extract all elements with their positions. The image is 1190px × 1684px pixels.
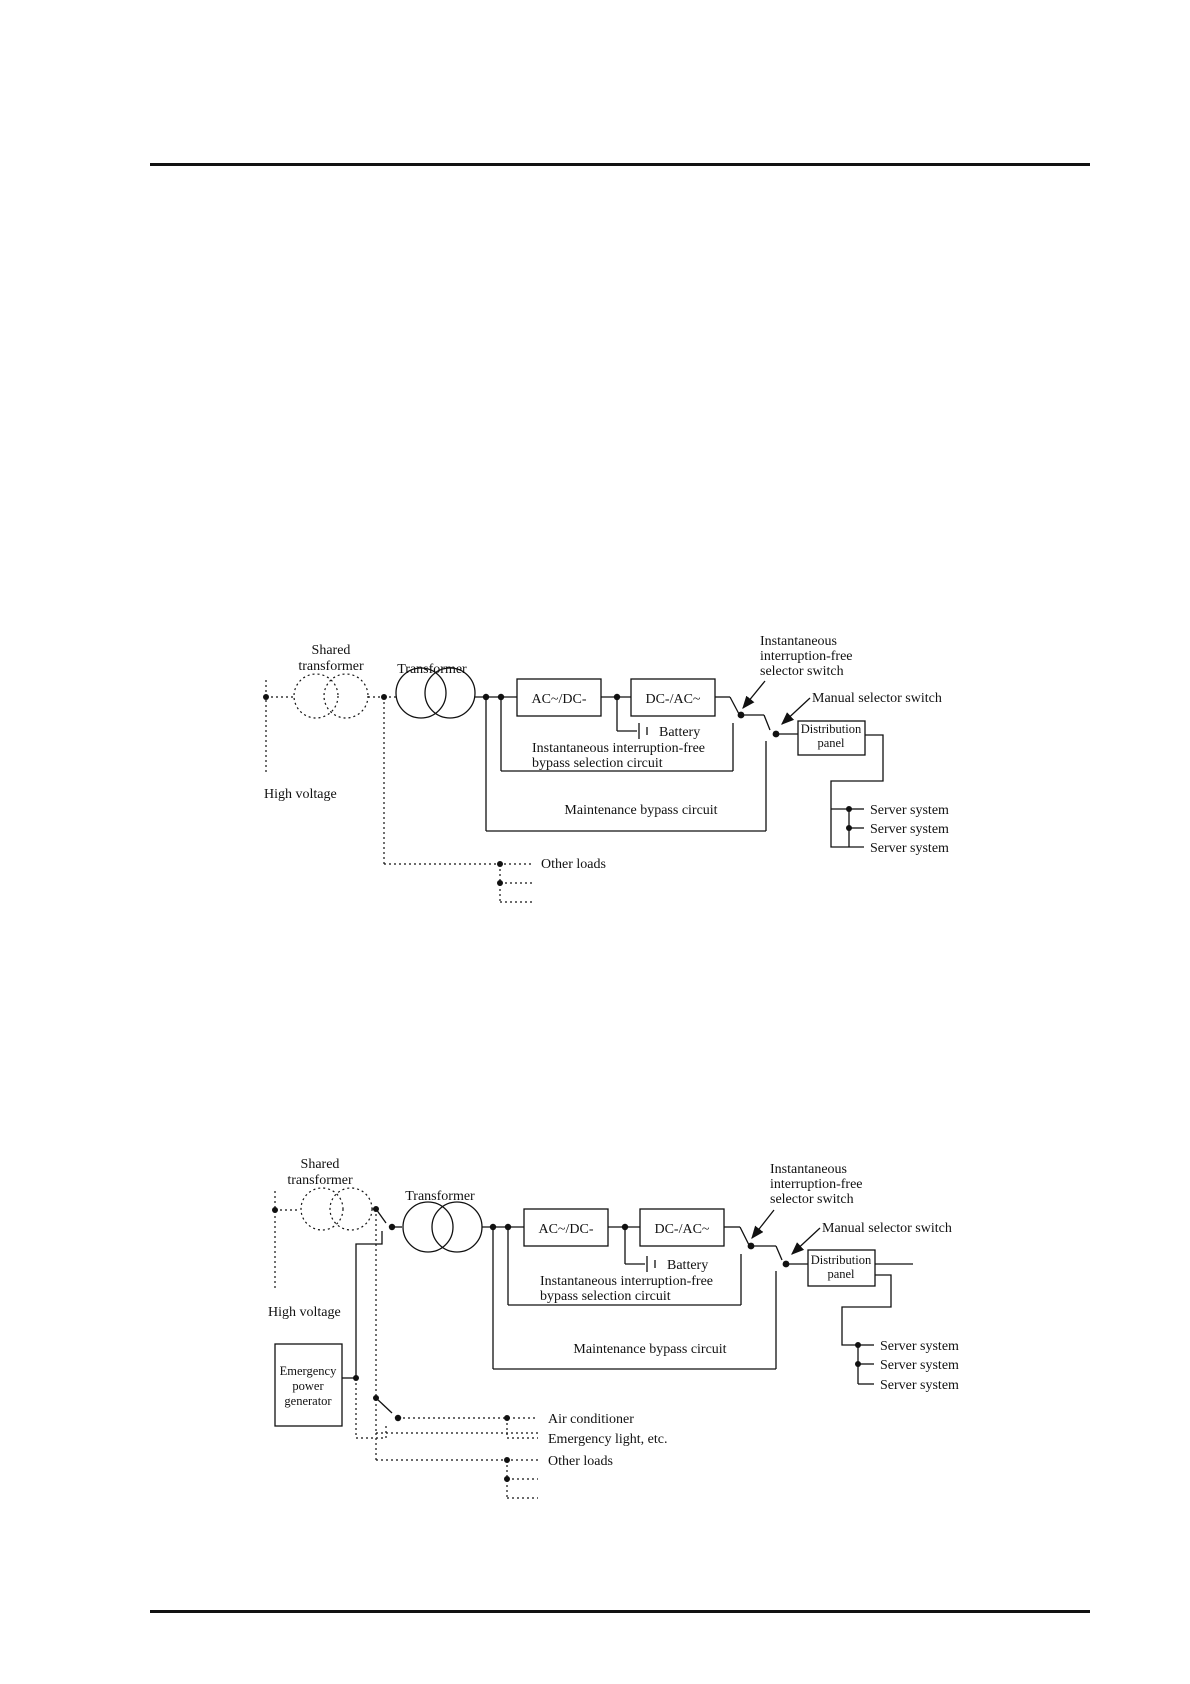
distribution-panel	[807, 1249, 876, 1287]
high-voltage-label: High voltage	[268, 1305, 341, 1320]
shared-transformer-label: transformer	[298, 659, 364, 674]
maintenance-bypass-label: Maintenance bypass circuit	[564, 803, 717, 818]
selector-switch-blade	[739, 1226, 750, 1246]
server-system-label: Server system	[870, 841, 949, 856]
ac-dc-label: AC~/DC-	[531, 692, 586, 707]
junction-dot	[846, 825, 852, 831]
emergency-power-generator	[274, 1343, 343, 1427]
selector-switch-label: interruption-free	[760, 649, 853, 664]
server-system-label: Server system	[880, 1378, 959, 1393]
ups-bypass-label: bypass selection circuit	[532, 756, 663, 771]
selector-switch-label: selector switch	[760, 664, 844, 679]
air-conditioner-label: Air conditioner	[548, 1412, 634, 1427]
battery-label: Battery	[659, 725, 700, 740]
junction-dot	[846, 806, 852, 812]
server-system-label: Server system	[870, 803, 949, 818]
manual-switch-label: Manual selector switch	[812, 691, 942, 706]
other-loads-label: Other loads	[541, 857, 606, 872]
generator-label: power	[292, 1379, 324, 1393]
distribution-panel-label: panel	[817, 736, 845, 750]
shared-transformer-label: transformer	[287, 1173, 353, 1188]
manual-switch-arrow	[791, 1227, 821, 1255]
selector-switch-label: Instantaneous	[760, 634, 837, 649]
ups-bypass-label: Instantaneous interruption-free	[540, 1274, 713, 1289]
ac-dc-converter	[516, 678, 602, 717]
generator-label: generator	[284, 1394, 332, 1408]
transfer-switch-blade	[375, 1208, 387, 1224]
power-supply-diagram-with-generator: Shared transformer Transformer AC~/DC- D…	[268, 1157, 959, 1499]
header-rule	[150, 163, 1090, 166]
distribution-panel	[797, 720, 866, 756]
selector-switch-label: selector switch	[770, 1192, 854, 1207]
shared-transformer-coil	[323, 673, 369, 719]
manual-switch-arrow	[781, 697, 811, 725]
generator-feed-wire	[355, 1231, 383, 1378]
dc-ac-inverter	[639, 1208, 725, 1247]
battery-label: Battery	[667, 1258, 708, 1273]
shared-transformer-coil	[300, 1187, 344, 1231]
manual-switch-label: Manual selector switch	[822, 1221, 952, 1236]
ups-bypass-label: bypass selection circuit	[540, 1289, 671, 1304]
generator-to-loads-wire	[355, 1378, 387, 1439]
distribution-panel-label: panel	[827, 1267, 855, 1281]
generator-label: Emergency	[280, 1364, 337, 1378]
transformer-coil	[402, 1201, 454, 1253]
power-supply-diagram-basic: Shared transformer Transformer AC~/DC- D…	[263, 634, 949, 903]
server-feed-wire	[841, 1274, 892, 1346]
selector-switch-blade	[729, 696, 740, 715]
maintenance-bypass-label: Maintenance bypass circuit	[573, 1342, 726, 1357]
ups-bypass-label: Instantaneous interruption-free	[532, 741, 705, 756]
server-system-label: Server system	[880, 1339, 959, 1354]
transformer-label: Transformer	[405, 1189, 475, 1204]
manual-switch-blade	[775, 1245, 783, 1261]
transformer-coil	[431, 1201, 483, 1253]
server-feed-wire	[830, 734, 884, 848]
selector-switch-label: interruption-free	[770, 1177, 863, 1192]
load-switch-blade	[375, 1397, 393, 1414]
footer-rule	[150, 1610, 1090, 1613]
distribution-panel-label: Distribution	[811, 1253, 872, 1267]
ac-dc-label: AC~/DC-	[538, 1222, 593, 1237]
dc-ac-label: DC-/AC~	[645, 692, 700, 707]
shared-transformer-label: Shared	[312, 643, 351, 658]
emergency-light-label: Emergency light, etc.	[548, 1432, 667, 1447]
selector-switch-arrow	[742, 680, 766, 710]
high-voltage-label: High voltage	[264, 787, 337, 802]
transformer-label: Transformer	[397, 662, 467, 677]
selector-switch-arrow	[751, 1209, 775, 1240]
selector-switch-label: Instantaneous	[770, 1162, 847, 1177]
shared-transformer-label: Shared	[301, 1157, 340, 1172]
transformer-coil	[395, 667, 447, 719]
dc-ac-inverter	[630, 678, 716, 717]
server-system-label: Server system	[870, 822, 949, 837]
manual-switch-blade	[763, 714, 771, 731]
distribution-panel-label: Distribution	[801, 722, 862, 736]
shared-transformer-coil	[293, 673, 339, 719]
other-loads-label: Other loads	[548, 1454, 613, 1469]
dc-ac-label: DC-/AC~	[654, 1222, 709, 1237]
server-system-label: Server system	[880, 1358, 959, 1373]
transformer-coil	[424, 667, 476, 719]
